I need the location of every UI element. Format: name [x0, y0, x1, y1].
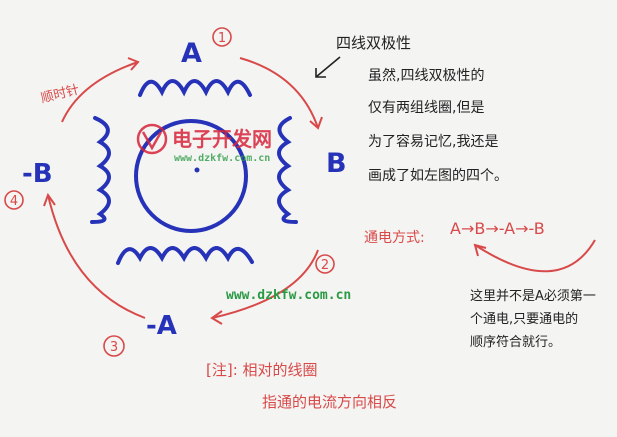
pole-neg-b-label: -B: [22, 159, 53, 189]
pole-neg-a-label: -A: [146, 311, 177, 341]
rotation-arrows: [43, 57, 596, 325]
rotor-center-dot: [194, 167, 200, 173]
coil-b: [277, 116, 298, 224]
svg-text:2: 2: [321, 258, 329, 273]
sequence-label: 通电方式:: [364, 230, 425, 246]
arrow-top-right: [239, 57, 319, 129]
watermark-site-name: 电子开发网: [172, 127, 272, 151]
coil-neg-a: [116, 246, 254, 265]
arrow-top-left: [61, 61, 139, 123]
note-line-2: 仅有两组线圈,但是: [368, 100, 484, 116]
rule-line-1: 这里并不是A必须第一: [470, 288, 596, 304]
title-note: 四线双极性: [336, 34, 411, 52]
svg-text:1: 1: [218, 31, 226, 46]
watermark-url-large: www.dzkfw.com.cn: [226, 288, 351, 303]
svg-text:3: 3: [110, 340, 118, 355]
circled-number-1: 1: [212, 27, 232, 47]
sequence-return-arrow: [474, 239, 596, 273]
watermark-logo: [136, 123, 168, 155]
svg-text:4: 4: [10, 194, 18, 209]
note-line-3: 为了容易记忆,我还是: [368, 133, 498, 150]
footnote-line-2: 指通的电流方向相反: [262, 393, 397, 411]
circled-number-2: 2: [315, 254, 335, 274]
footnote-line-1: [注]: 相对的线圈: [206, 361, 318, 379]
sequence-text: A→B→-A→-B: [450, 219, 545, 238]
note-line-4: 画成了如左图的四个。: [368, 168, 508, 184]
title-note-arrow: [315, 56, 341, 78]
pole-b-label: B: [326, 148, 347, 179]
circled-number-3: 3: [103, 335, 125, 357]
circled-number-4: 4: [4, 190, 24, 210]
arrow-bottom-left: [47, 194, 146, 319]
coil-a: [138, 79, 252, 97]
note-line-1: 虽然,四线双极性的: [368, 67, 484, 84]
rule-line-2: 个通电,只要通电的: [470, 311, 578, 327]
coil-neg-b: [90, 116, 111, 224]
watermark-url-small: www.dzkfw.com.cn: [174, 153, 270, 164]
arrow-bottom-right: [211, 249, 319, 319]
rotor-circle: [134, 119, 248, 233]
rule-line-3: 顺序符合就行。: [470, 334, 561, 350]
pole-a-label: A: [181, 38, 202, 69]
